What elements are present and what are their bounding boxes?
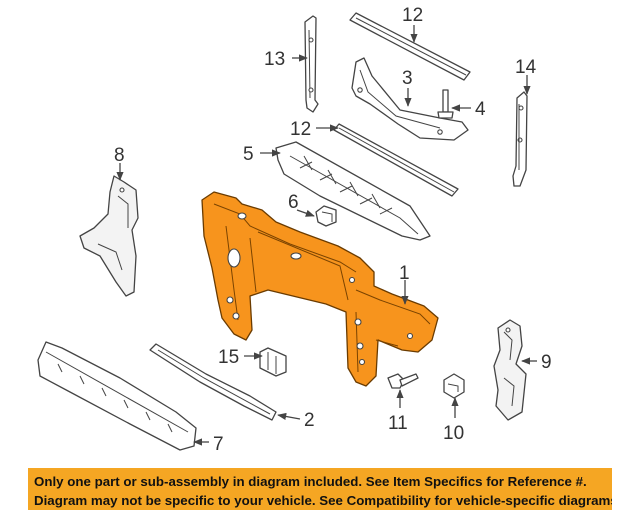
callout-2: 2 <box>304 410 315 431</box>
callout-5: 5 <box>243 144 254 165</box>
part-10-clip <box>443 373 465 399</box>
callout-labels: 1 2 3 4 5 6 7 8 9 10 11 12 12 13 14 15 <box>114 5 552 455</box>
callout-3: 3 <box>402 68 413 89</box>
callout-9: 9 <box>541 352 552 373</box>
disclaimer-banner: Only one part or sub-assembly in diagram… <box>28 468 612 510</box>
callout-15: 15 <box>218 347 239 368</box>
part-15-sensor <box>259 347 287 377</box>
part-13-left-bracket <box>304 15 319 113</box>
callout-10: 10 <box>443 423 464 444</box>
callout-8: 8 <box>114 145 125 166</box>
part-1-radiator-support <box>201 191 439 387</box>
part-12-upper-seal <box>349 12 471 81</box>
part-8-left-air-guide <box>79 175 139 297</box>
callout-7: 7 <box>213 434 224 455</box>
callout-14: 14 <box>515 57 537 78</box>
callout-12-top: 12 <box>402 5 423 26</box>
part-9-right-air-guide <box>493 319 527 421</box>
part-6-clip <box>315 205 337 227</box>
callout-6: 6 <box>288 192 299 213</box>
callout-1: 1 <box>399 263 410 284</box>
callout-11: 11 <box>388 413 408 434</box>
part-5-deflector <box>275 141 431 241</box>
part-2-lower-strip <box>149 343 277 421</box>
callout-13: 13 <box>264 49 285 70</box>
callout-4: 4 <box>475 99 486 120</box>
callout-12-middle: 12 <box>290 119 311 140</box>
part-4-bolt <box>437 89 454 119</box>
part-11-bolt <box>387 373 419 389</box>
part-14-right-bracket <box>512 91 528 187</box>
parts-diagram: 1 2 3 4 5 6 7 8 9 10 11 12 12 13 14 15 <box>37 5 552 455</box>
part-3-upper-tie-bar <box>351 57 469 141</box>
disclaimer-line-2: Diagram may not be specific to your vehi… <box>34 493 612 508</box>
disclaimer-line-1: Only one part or sub-assembly in diagram… <box>34 474 587 489</box>
part-7-lower-deflector <box>37 341 197 451</box>
leader-lines <box>116 25 537 446</box>
